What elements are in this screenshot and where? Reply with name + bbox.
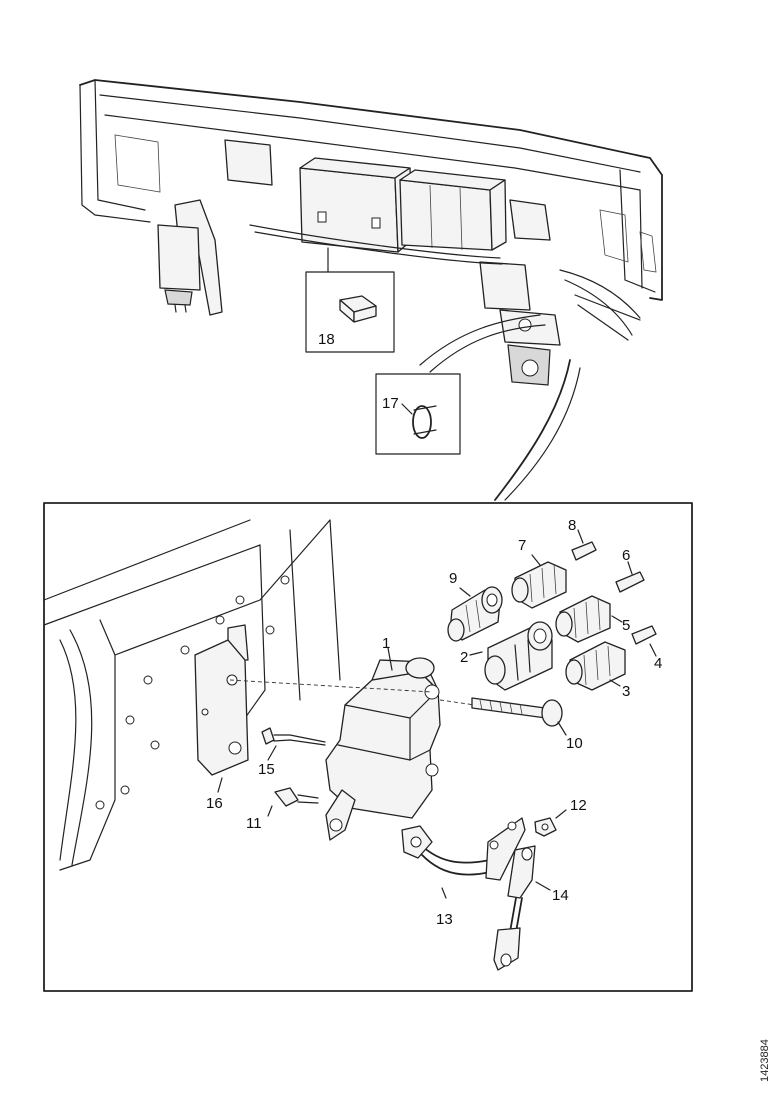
part-4-pin [631, 625, 657, 657]
detail-frame [43, 502, 693, 992]
callout-9: 9 [449, 570, 457, 587]
callout-18: 18 [318, 331, 335, 348]
part-13-link-bracket [401, 817, 526, 899]
part-3-coupling [565, 641, 626, 691]
part-5-coupling [555, 595, 623, 643]
callout-10: 10 [566, 735, 583, 752]
part-16-bracket [194, 624, 249, 793]
callout-5: 5 [622, 617, 630, 634]
detail-panel: 1 2 3 4 5 6 7 8 9 10 11 12 13 14 15 16 [43, 502, 693, 992]
inset-box-18: 18 [305, 247, 395, 353]
part-7-coupling [511, 554, 567, 609]
callout-8: 8 [568, 517, 576, 534]
part-6-pin [615, 561, 645, 593]
part-10-bolt [471, 697, 567, 736]
callout-15: 15 [258, 761, 275, 778]
callout-6: 6 [622, 547, 630, 564]
part-11-screw [267, 787, 319, 817]
callout-4: 4 [654, 655, 662, 672]
callout-3: 3 [622, 683, 630, 700]
callout-17: 17 [382, 395, 399, 412]
callout-7: 7 [518, 537, 526, 554]
vehicle-frame-overview [79, 79, 663, 501]
part-2-connector [469, 621, 553, 691]
drawing-code: 1423884 [759, 1039, 771, 1082]
callout-2: 2 [460, 649, 468, 666]
callout-1: 1 [382, 635, 390, 652]
callout-11: 11 [246, 815, 262, 832]
part-15-screw [261, 727, 326, 761]
callout-16: 16 [206, 795, 223, 812]
part-12-nut [534, 809, 567, 837]
callout-14: 14 [552, 887, 569, 904]
part-8-pin [571, 529, 597, 561]
part-1-valve-body [325, 647, 441, 841]
part-14-linkage-rod [493, 845, 551, 971]
callout-12: 12 [570, 797, 587, 814]
part-9-fitting [447, 586, 503, 642]
inset-box-17: 17 [375, 373, 461, 455]
callout-13: 13 [436, 911, 453, 928]
